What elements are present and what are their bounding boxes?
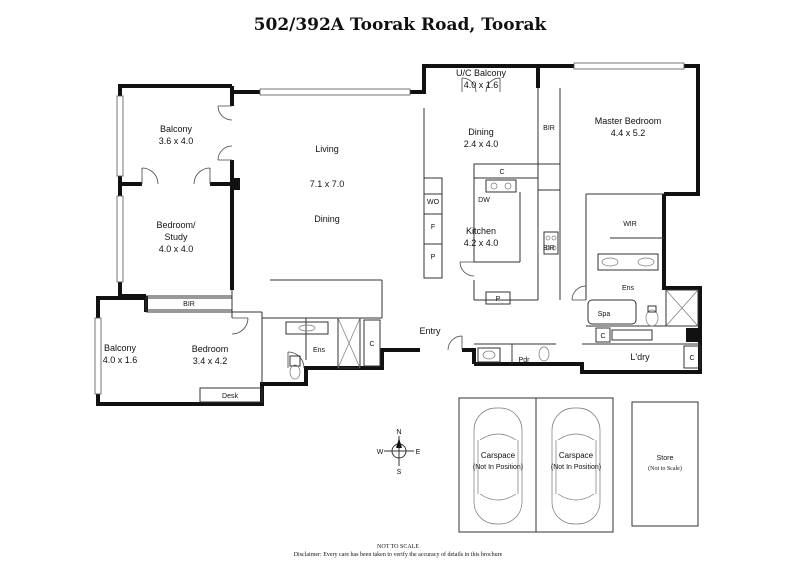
carspace-1-label: Carspace <box>481 451 516 460</box>
windows <box>94 62 685 395</box>
store-label: Store <box>657 455 674 462</box>
dishwasher-label: DW <box>478 197 490 204</box>
pantry-label-1: P <box>431 254 436 261</box>
bir-bedroom-label: BIR <box>183 301 195 308</box>
car-icon <box>551 407 601 525</box>
laundry-label: L'dry <box>630 352 650 362</box>
compass: N S E W <box>377 429 421 476</box>
fridge-label: F <box>431 224 435 231</box>
compass-south: S <box>397 469 402 476</box>
store-note: (Not to Scale) <box>648 465 682 472</box>
desk-label: Desk <box>222 393 238 400</box>
kitchen-name: Kitchen <box>466 226 496 236</box>
doors <box>141 77 587 369</box>
fixtures <box>145 163 701 403</box>
ens-master-label: Ens <box>622 285 635 292</box>
cupboard-laundry-label-1: C <box>600 333 605 340</box>
fixture-labels: BIR BIR BIR WO F P P C DW C C C <box>183 125 694 362</box>
disclaimer: Disclaimer: Every care has been taken to… <box>294 551 503 558</box>
spa-label: Spa <box>598 311 611 318</box>
entry-label: Entry <box>419 326 441 336</box>
living-name: Living <box>315 144 339 154</box>
compass-north: N <box>396 429 401 436</box>
bedroom-dim: 3.4 x 4.2 <box>193 356 228 366</box>
compass-east: E <box>416 449 421 456</box>
kitchen-dim: 4.2 x 4.0 <box>464 238 499 248</box>
balcony-left-name: Balcony <box>160 124 193 134</box>
cupboard-entry-label: C <box>369 341 374 348</box>
car-icon <box>473 407 523 525</box>
carspace-2-note: (Not In Position) <box>551 464 601 471</box>
living-dining-label: Dining <box>314 214 340 224</box>
master-bedroom-dim: 4.4 x 5.2 <box>611 128 646 138</box>
uc-balcony-name: U/C Balcony <box>456 68 507 78</box>
balcony-small-name: Balcony <box>104 343 137 353</box>
balcony-small-dim: 4.0 x 1.6 <box>103 355 138 365</box>
wir-label: WIR <box>623 221 637 228</box>
dining-dim: 2.4 x 4.0 <box>464 139 499 149</box>
cupboard-kitchen-label: C <box>499 169 504 176</box>
ens-bedroom-label: Ens <box>313 347 326 354</box>
bedroom-study-name-1: Bedroom/ <box>156 220 196 230</box>
powder-label: Pdr <box>519 357 531 364</box>
pantry-label-2: P <box>496 296 501 303</box>
not-to-scale: NOT TO SCALE <box>377 544 419 550</box>
bedroom-study-dim: 4.0 x 4.0 <box>159 244 194 254</box>
wo-label: WO <box>427 199 440 206</box>
bedroom-study-name-2: Study <box>164 232 188 242</box>
bir-master-top-label: BIR <box>543 125 555 132</box>
room-labels: Balcony 3.6 x 4.0 U/C Balcony 4.0 x 1.6 … <box>103 68 662 400</box>
cupboard-laundry-label-2: C <box>689 355 694 362</box>
balcony-left-dim: 3.6 x 4.0 <box>159 136 194 146</box>
plan-title: 502/392A Toorak Road, Toorak <box>254 15 548 35</box>
carspace-1-note: (Not In Position) <box>473 464 523 471</box>
bedroom-name: Bedroom <box>192 344 229 354</box>
dining-name: Dining <box>468 127 494 137</box>
compass-west: W <box>377 449 384 456</box>
carspace-2-label: Carspace <box>559 451 594 460</box>
master-bedroom-name: Master Bedroom <box>595 116 662 126</box>
store-area: Store (Not to Scale) <box>631 401 699 527</box>
living-dim: 7.1 x 7.0 <box>310 179 345 189</box>
uc-balcony-dim: 4.0 x 1.6 <box>464 80 499 90</box>
bir-master-side-label: BIR <box>543 245 555 252</box>
carspace-area: Carspace (Not In Position) Carspace (Not… <box>458 397 614 533</box>
